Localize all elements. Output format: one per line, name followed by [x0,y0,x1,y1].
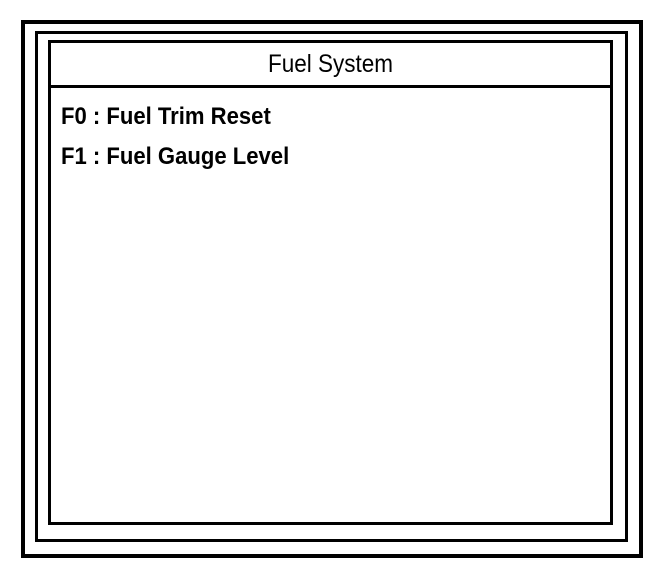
page-title: Fuel System [267,49,394,78]
menu-panel: Fuel System F0 : Fuel Trim Reset F1 : Fu… [48,40,613,525]
menu-item-f0[interactable]: F0 : Fuel Trim Reset [61,97,610,137]
middle-frame-border [35,31,628,542]
title-bar: Fuel System [51,43,610,88]
outer-frame-border [21,20,643,558]
menu-item-label: F1 : Fuel Gauge Level [61,143,290,170]
menu-item-f1[interactable]: F1 : Fuel Gauge Level [61,137,610,177]
menu-item-label: F0 : Fuel Trim Reset [61,103,271,130]
menu-list: F0 : Fuel Trim Reset F1 : Fuel Gauge Lev… [51,88,610,522]
